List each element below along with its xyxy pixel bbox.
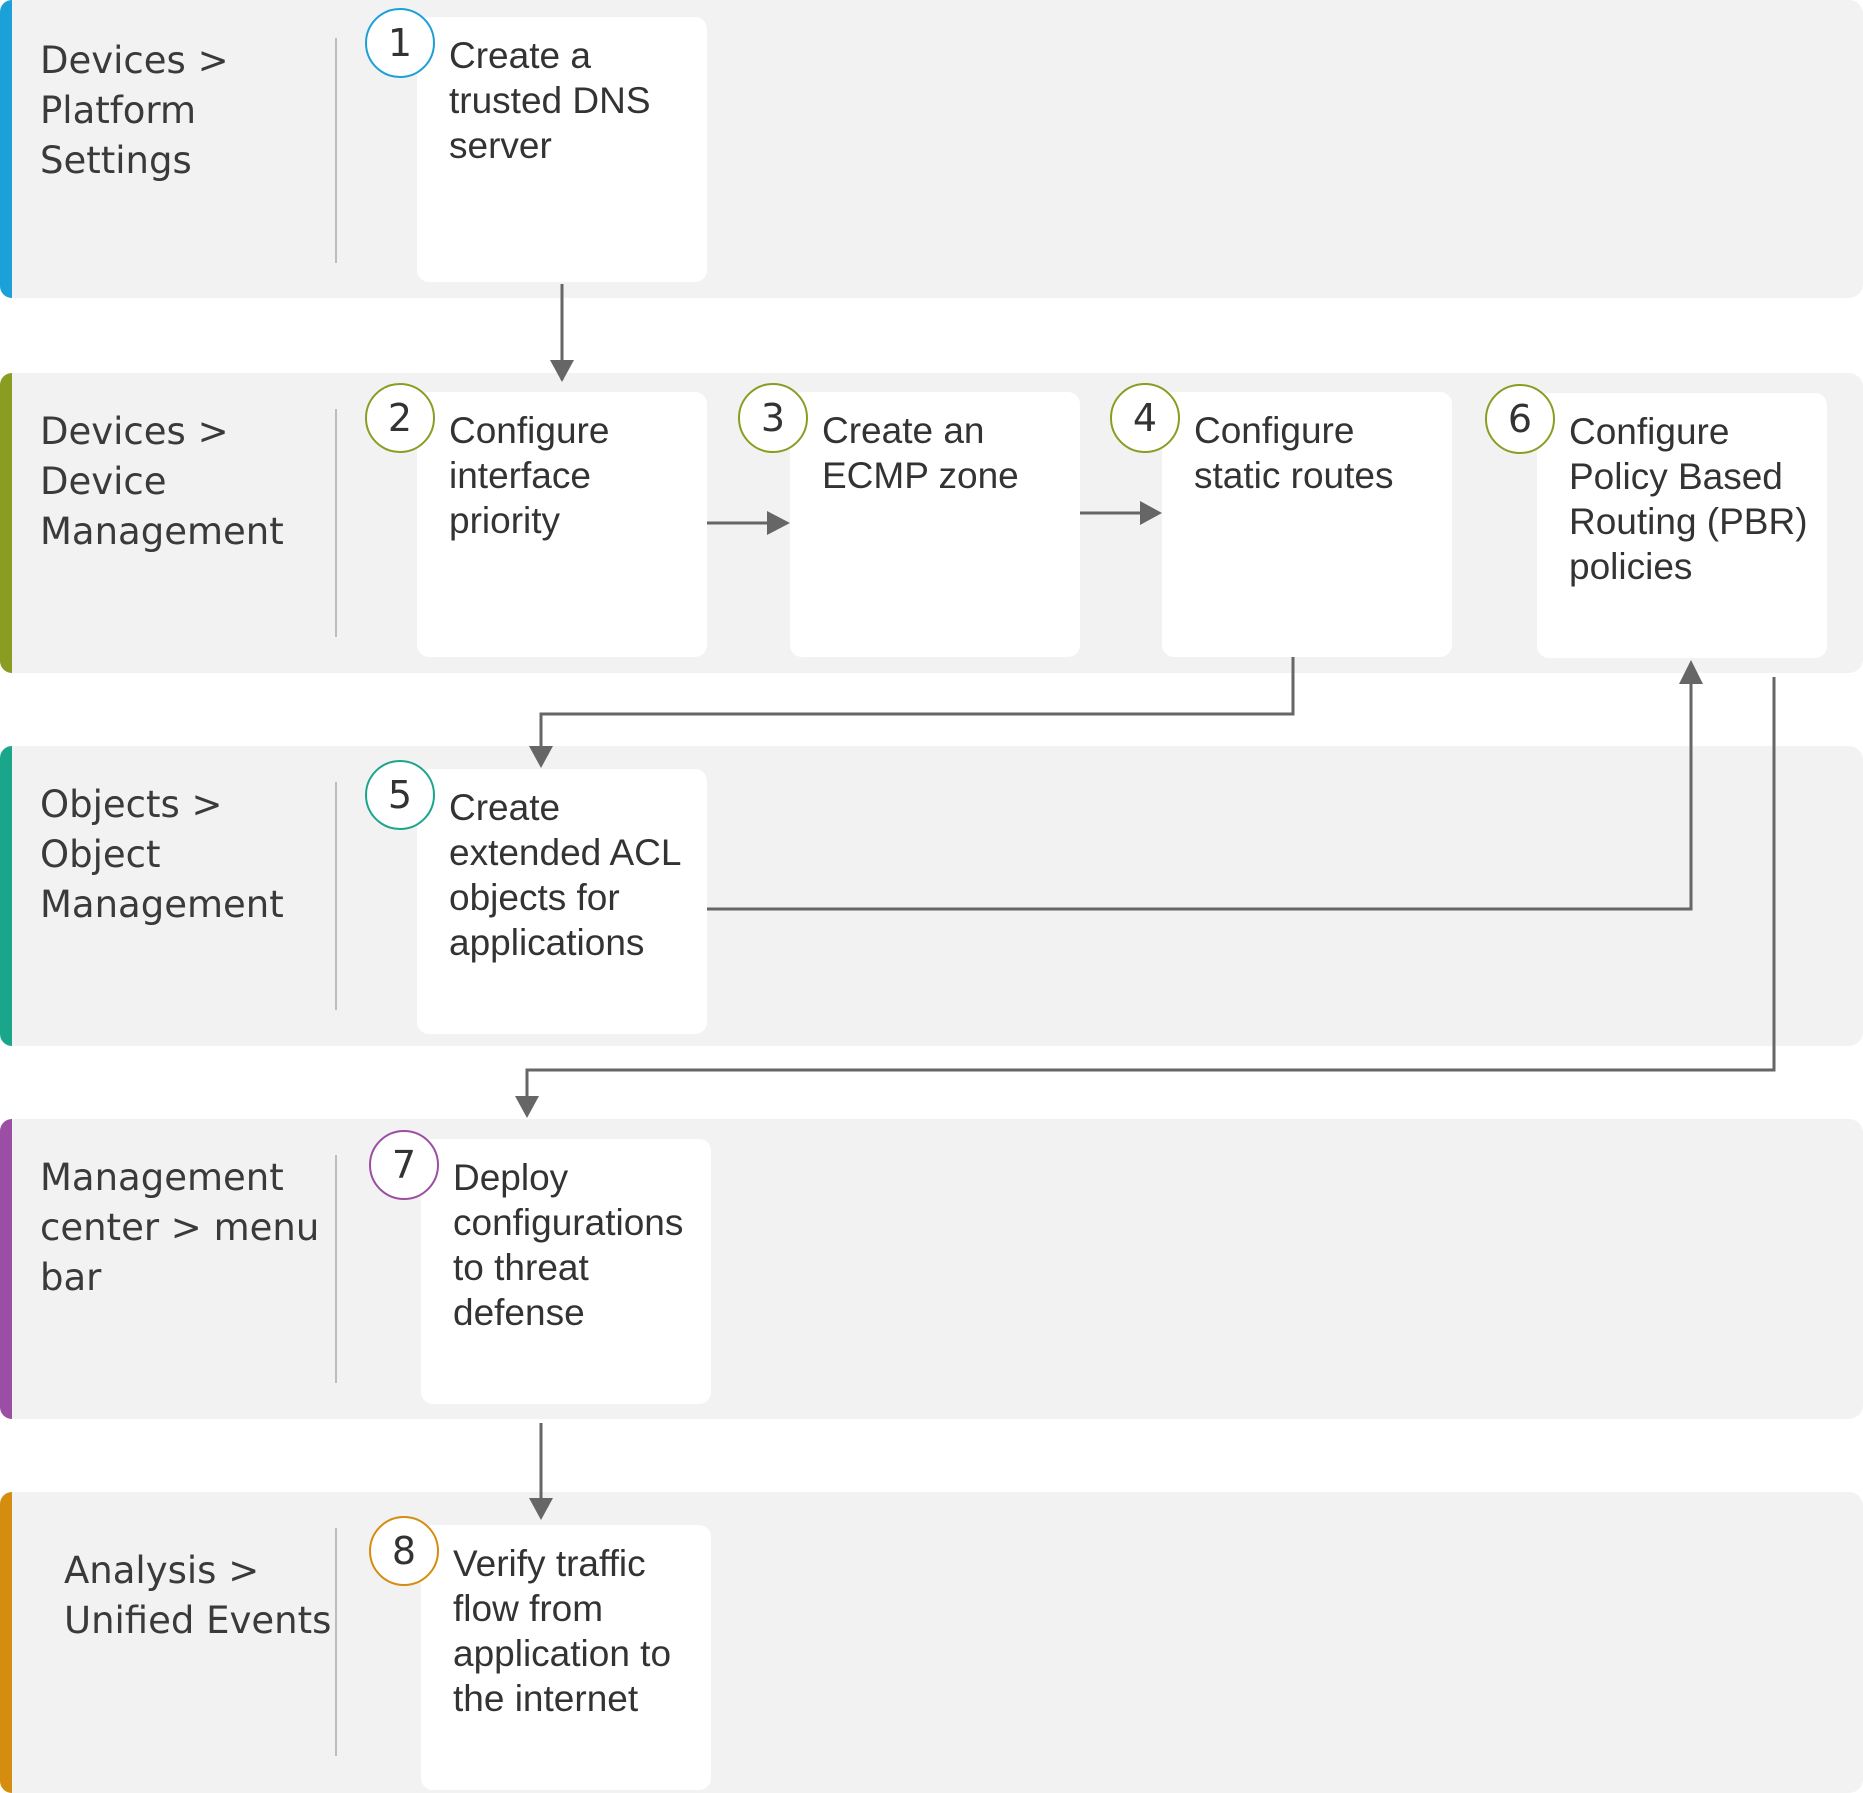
lane-color-bar	[0, 746, 12, 1046]
step-card-6: 6 Configure Policy Based Routing (PBR) p…	[1485, 384, 1827, 658]
step-number-badge: 7	[369, 1130, 439, 1200]
lane-divider	[335, 782, 337, 1010]
arrowhead-step2-to-step3	[767, 511, 790, 535]
step-number-badge: 5	[365, 760, 435, 830]
lane-color-bar	[0, 373, 12, 673]
step-text: Configure static routes	[1194, 410, 1394, 496]
step-text: Create a trusted DNS server	[449, 35, 651, 166]
step-card-5: 5 Create extended ACL objects for applic…	[365, 760, 707, 1034]
lane-divider	[335, 409, 337, 637]
lane-object-management: Objects > Object Management	[0, 746, 1863, 1046]
lane-color-bar	[0, 1492, 12, 1793]
lane-label-unified-events: Analysis > Unified Events	[64, 1549, 332, 1642]
step-number-badge: 3	[738, 383, 808, 453]
step-card-7: 7 Deploy configurations to threat defens…	[369, 1130, 711, 1404]
step-number-badge: 1	[365, 8, 435, 78]
step-text: Create extended ACL objects for applicat…	[449, 787, 682, 963]
lane-color-bar	[0, 0, 12, 298]
arrowhead-step3-to-step4	[1140, 501, 1162, 525]
lane-divider	[335, 1155, 337, 1383]
step-number-badge: 2	[365, 383, 435, 453]
step-text: Configure interface priority	[449, 410, 610, 541]
lane-divider	[335, 1528, 337, 1756]
lane-label-menu-bar: Management center > menu bar	[40, 1156, 320, 1299]
step-text: Configure Policy Based Routing (PBR) pol…	[1569, 411, 1808, 587]
arrowhead-step6-to-step7	[515, 1096, 539, 1118]
lane-color-bar	[0, 1119, 12, 1419]
lane-label-device-management: Devices > Device Management	[40, 410, 284, 553]
arrow-step4-to-step5	[539, 657, 1295, 748]
step-card-2: 2 Configure interface priority	[365, 383, 707, 657]
step-card-8: 8 Verify traffic flow from application t…	[369, 1516, 711, 1790]
step-text: Verify traffic flow from application to …	[453, 1543, 672, 1719]
lane-label-object-management: Objects > Object Management	[40, 783, 284, 926]
arrow-step6-to-step7	[525, 677, 1776, 1100]
arrow-step5-to-step6	[707, 680, 1693, 911]
arrowhead-step5-to-step6	[1679, 660, 1703, 684]
arrowhead-step7-to-step8	[529, 1498, 553, 1520]
lane-platform-settings: Devices > Platform Settings	[0, 0, 1863, 298]
step-text: Create an ECMP zone	[822, 410, 1019, 496]
step-card-1: 1 Create a trusted DNS server	[365, 8, 707, 282]
arrowhead-step1-to-step2	[550, 360, 574, 382]
step-card-4: 4 Configure static routes	[1110, 383, 1452, 657]
lane-label-platform-settings: Devices > Platform Settings	[40, 39, 229, 182]
arrowhead-step4-to-step5	[529, 746, 553, 768]
lane-menu-bar: Management center > menu bar	[0, 1119, 1863, 1419]
step-text: Deploy configurations to threat defense	[453, 1157, 684, 1333]
lane-divider	[335, 38, 337, 263]
step-number-badge: 6	[1485, 384, 1555, 454]
step-number-badge: 8	[369, 1516, 439, 1586]
step-card-3: 3 Create an ECMP zone	[738, 383, 1080, 657]
step-number-badge: 4	[1110, 383, 1180, 453]
lane-unified-events: Analysis > Unified Events	[0, 1492, 1863, 1793]
